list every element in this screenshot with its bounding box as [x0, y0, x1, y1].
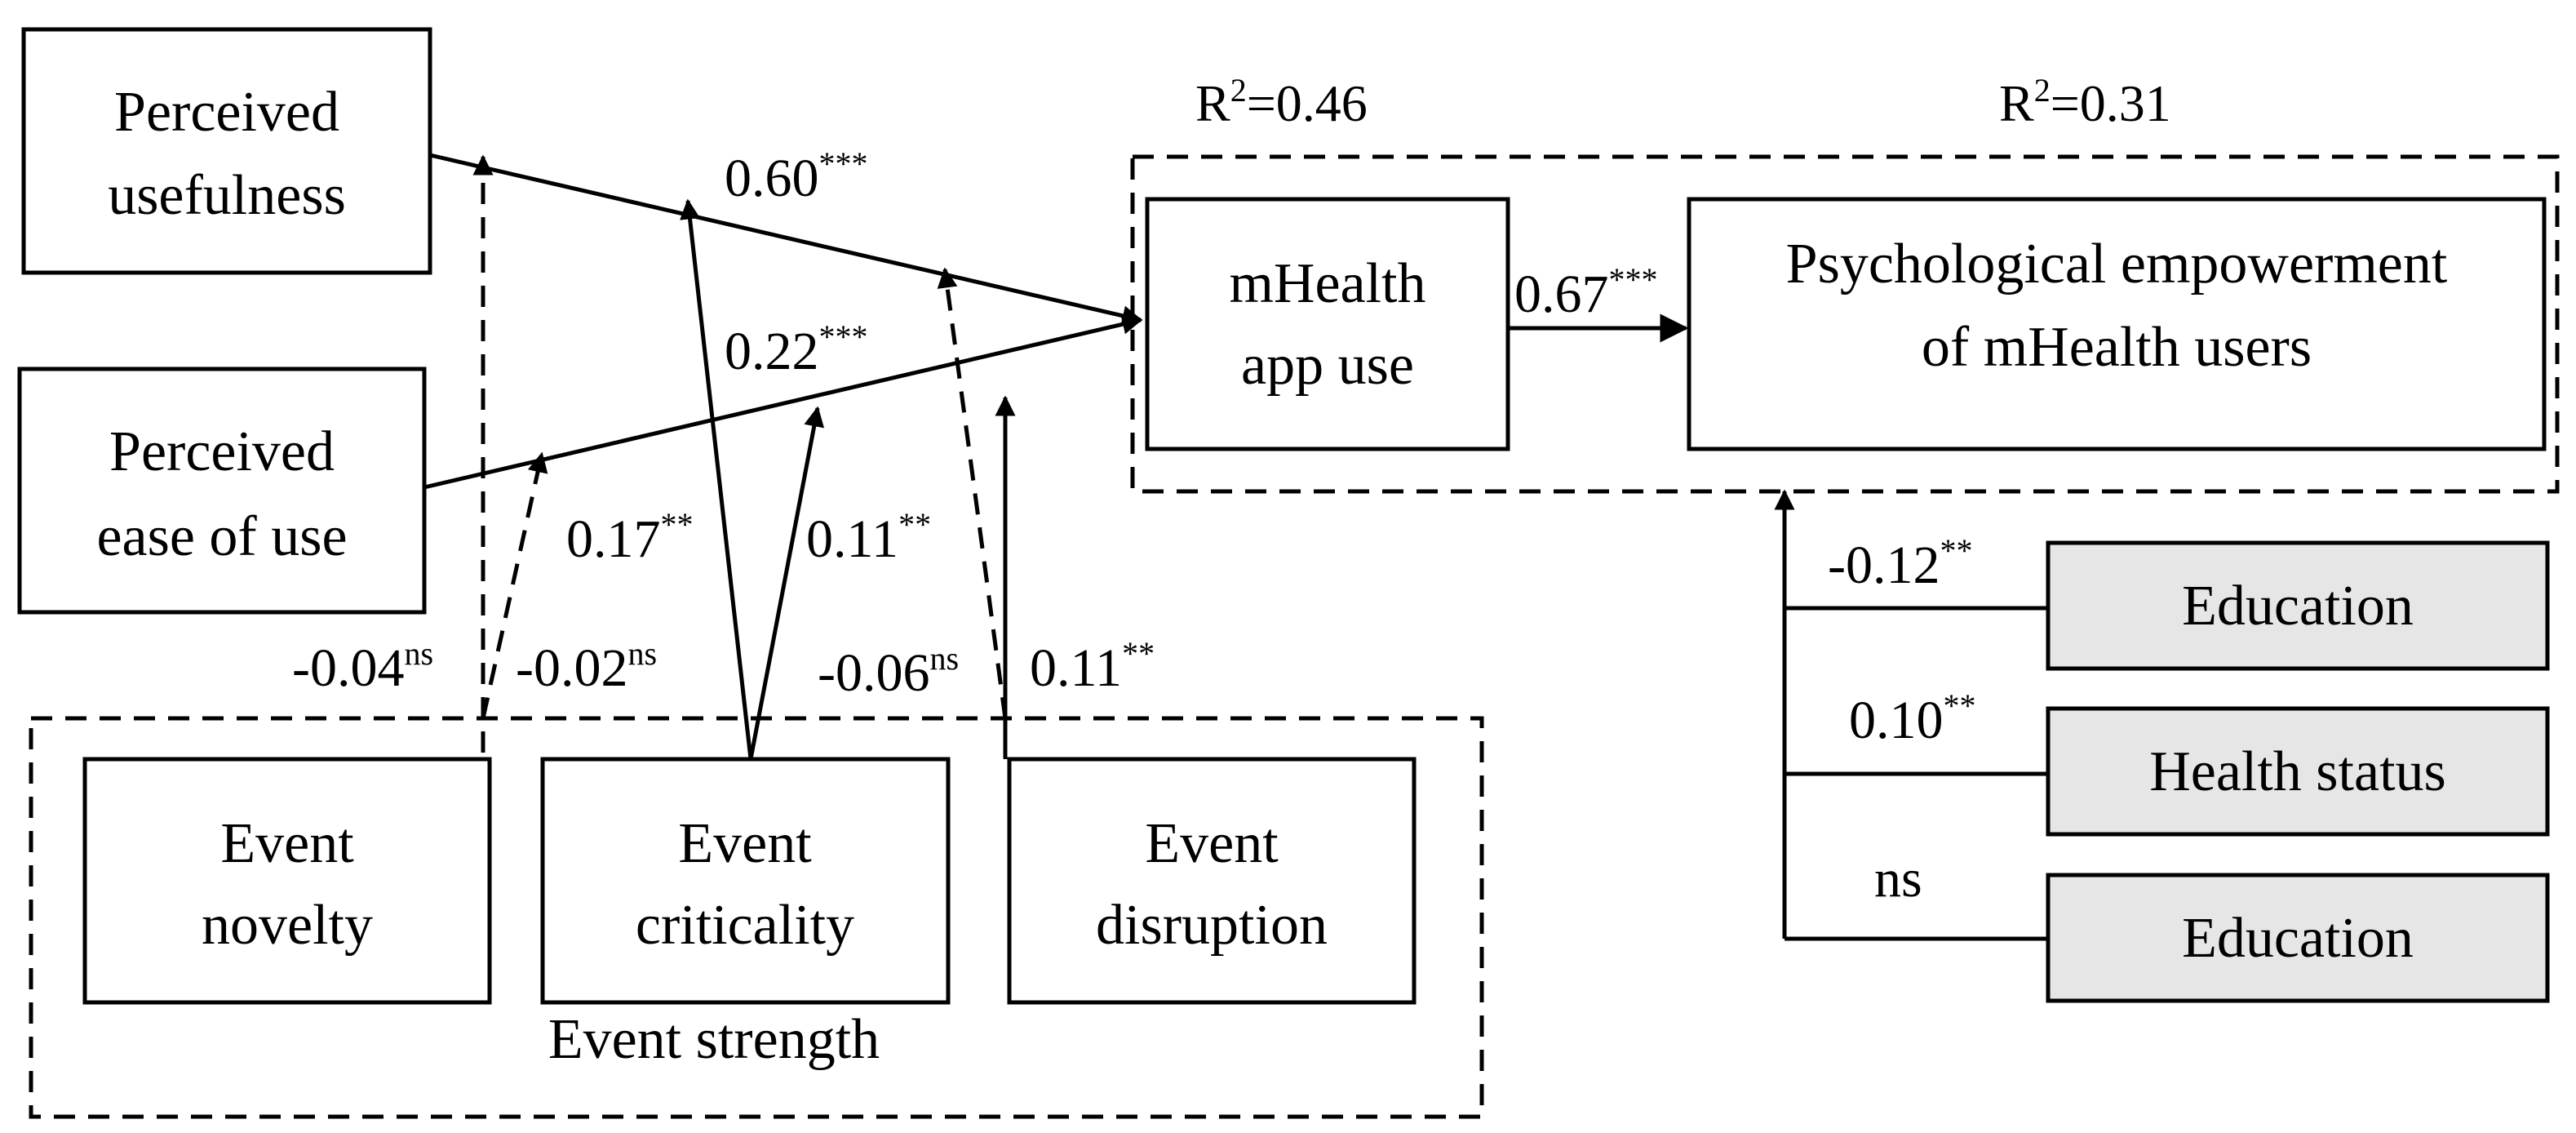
- node-control-3: Education: [2046, 873, 2550, 1003]
- coef-novelty-mod-pu: -0.04ns: [292, 635, 433, 698]
- node-event-criticality: Event criticality: [540, 757, 951, 1005]
- node-event-criticality-line-1: Event: [678, 812, 812, 875]
- coef-criticality-mod-pu: 0.17**: [566, 506, 694, 569]
- node-event-novelty: Event novelty: [82, 757, 492, 1005]
- node-perceived-ease-of-use-line-2: ease of use: [96, 505, 347, 568]
- node-psychological-empowerment: Psychological empowerment of mHealth use…: [1687, 197, 2547, 451]
- node-mhealth-app-use: mHealth app use: [1145, 197, 1510, 451]
- coef-pu-to-use: 0.60***: [725, 145, 868, 208]
- r2-psychological-empowerment: R2=0.31: [1999, 72, 2171, 132]
- node-control-2: Health status: [2046, 706, 2550, 837]
- path-novelty-mod-peou: [481, 451, 548, 719]
- node-control-3-label: Education: [2182, 907, 2414, 970]
- node-control-1: Education: [2046, 540, 2550, 671]
- node-perceived-ease-of-use: Perceived ease of use: [17, 367, 427, 615]
- coef-criticality-mod-peou: 0.11**: [806, 506, 931, 569]
- coef-peou-to-use: 0.22***: [725, 318, 868, 381]
- node-psychological-empowerment-line-1: Psychological empowerment: [1786, 233, 2448, 295]
- node-mhealth-app-use-line-1: mHealth: [1229, 252, 1425, 315]
- coef-novelty-mod-peou: -0.02ns: [516, 635, 657, 698]
- path-disruption-mod-pu: [937, 267, 1008, 719]
- coef-control-1: -0.12**: [1828, 532, 1972, 595]
- node-event-novelty-line-2: novelty: [202, 894, 373, 957]
- event-strength-label: Event strength: [548, 1008, 880, 1071]
- r2-mhealth-app-use: R2=0.46: [1195, 72, 1368, 132]
- coef-use-to-pe: 0.67***: [1514, 261, 1658, 324]
- path-criticality-mod-pu: [680, 198, 753, 760]
- node-mhealth-app-use-line-2: app use: [1241, 334, 1414, 397]
- node-perceived-ease-of-use-line-1: Perceived: [109, 420, 335, 483]
- node-perceived-usefulness-line-1: Perceived: [114, 81, 339, 144]
- coef-control-2: 0.10**: [1849, 687, 1976, 750]
- coef-disruption-mod-peou: 0.11**: [1030, 635, 1155, 698]
- node-event-disruption-line-1: Event: [1145, 812, 1279, 875]
- node-control-2-label: Health status: [2149, 740, 2446, 803]
- coef-control-3: ns: [1874, 849, 1922, 909]
- path-criticality-mod-peou: [748, 406, 825, 760]
- node-psychological-empowerment-line-2: of mHealth users: [1922, 316, 2312, 379]
- node-event-novelty-line-1: Event: [220, 812, 354, 875]
- node-event-disruption-line-2: disruption: [1096, 894, 1328, 957]
- node-event-disruption: Event disruption: [1007, 757, 1417, 1005]
- coef-disruption-mod-pu: -0.06ns: [818, 640, 959, 703]
- node-perceived-usefulness-line-2: usefulness: [108, 164, 346, 227]
- node-control-1-label: Education: [2182, 575, 2414, 638]
- outcome-group-dashed-box: [1130, 154, 2560, 494]
- node-event-criticality-line-2: criticality: [636, 894, 854, 957]
- path-pu-to-use: [429, 153, 1143, 327]
- node-perceived-usefulness: Perceived usefulness: [21, 27, 432, 275]
